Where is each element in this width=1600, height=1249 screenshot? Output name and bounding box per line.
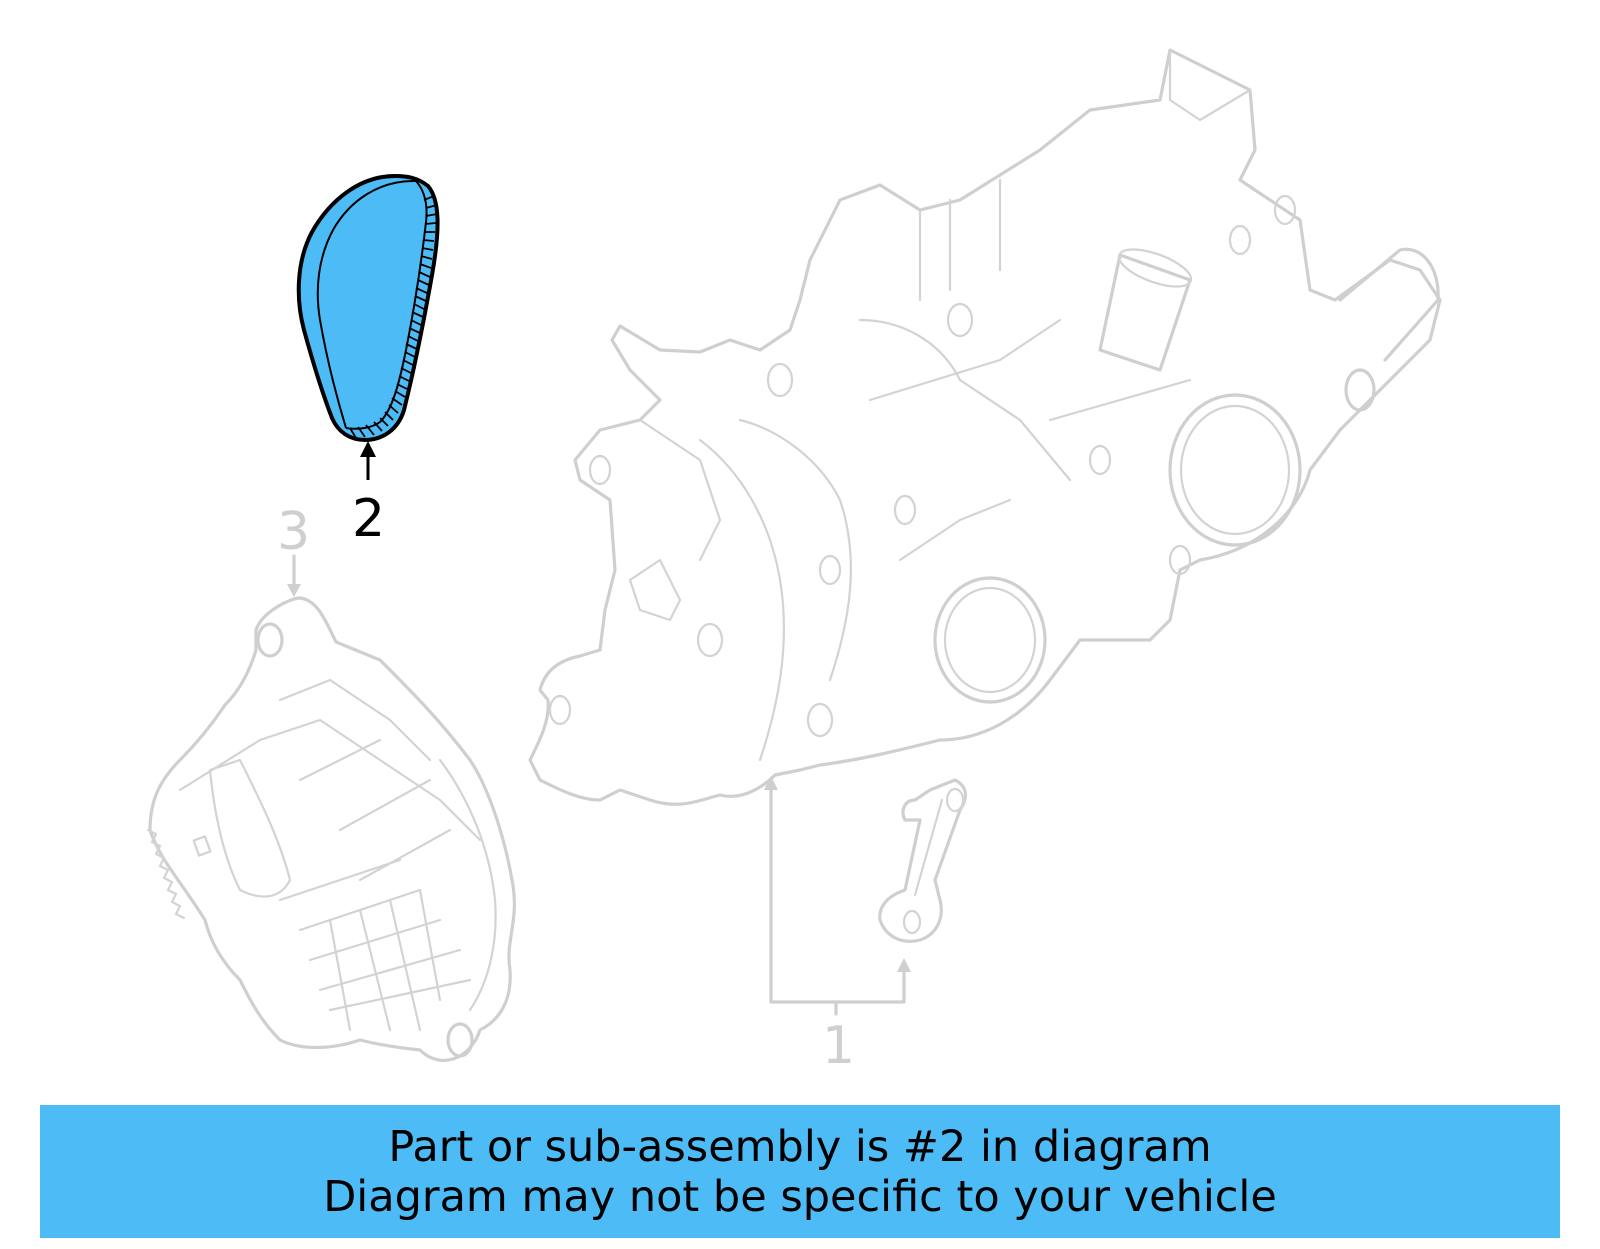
callout-3-label[interactable]: 3 xyxy=(277,502,311,562)
banner-disclaimer-line: Diagram may not be specific to your vehi… xyxy=(323,1171,1277,1222)
parts-diagram xyxy=(146,48,1442,1062)
banner-part-line: Part or sub-assembly is #2 in diagram xyxy=(388,1121,1212,1172)
part-2-belt[interactable] xyxy=(296,173,440,443)
callout-1-leader xyxy=(764,776,911,1016)
part-3-control-module[interactable] xyxy=(146,554,516,1062)
callout-1-label[interactable]: 1 xyxy=(822,1016,856,1076)
part-1-bracket[interactable] xyxy=(878,778,968,943)
callout-2-arrow xyxy=(360,441,376,480)
part-1-housing[interactable] xyxy=(528,48,1442,806)
callout-2-label[interactable]: 2 xyxy=(352,489,386,549)
info-banner: Part or sub-assembly is #2 in diagram Di… xyxy=(40,1105,1560,1238)
